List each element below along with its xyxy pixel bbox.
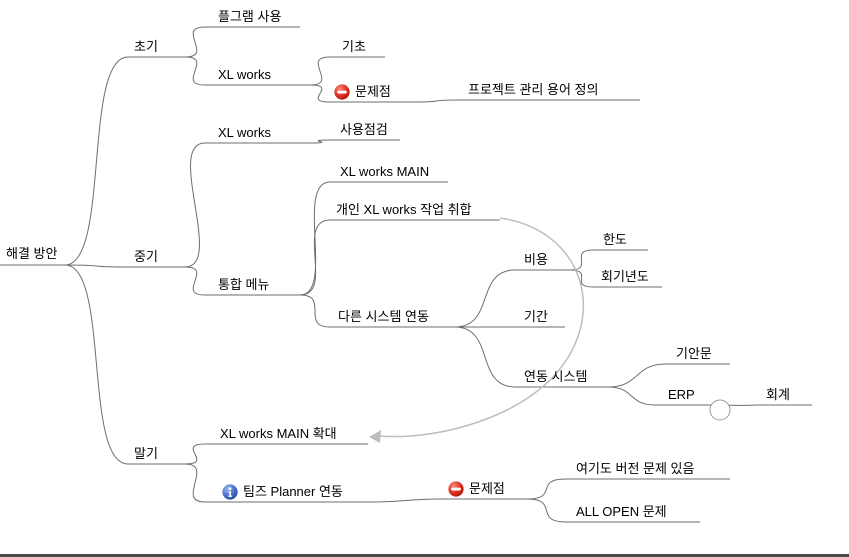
- node-other-system[interactable]: 다른 시스템 연동: [338, 308, 429, 326]
- node-teams-planner[interactable]: 팀즈 Planner 연동: [222, 483, 343, 501]
- node-xlworks-main[interactable]: XL works MAIN: [340, 163, 429, 181]
- node-draft-doc[interactable]: 기안문: [676, 345, 712, 363]
- node-xlworks-early[interactable]: XL works: [218, 66, 271, 84]
- node-label: 다른 시스템 연동: [338, 309, 429, 324]
- node-pm-terms[interactable]: 프로젝트 관리 용어 정의: [468, 81, 598, 99]
- node-label: 회기년도: [601, 269, 649, 284]
- node-problems-late[interactable]: 문제점: [448, 480, 505, 498]
- node-label: 연동 시스템: [524, 369, 588, 384]
- node-label: XL works MAIN: [340, 164, 430, 179]
- node-integrated-menu[interactable]: 통합 메뉴: [218, 276, 269, 294]
- node-label: 문제점: [355, 84, 391, 99]
- node-period[interactable]: 기간: [524, 308, 548, 326]
- node-label: 말기: [134, 446, 158, 461]
- stop-icon: [334, 84, 350, 100]
- node-label: 통합 메뉴: [218, 277, 270, 292]
- node-label: 사용점검: [340, 122, 388, 137]
- node-root[interactable]: 해결 방안: [6, 245, 57, 263]
- node-late[interactable]: 말기: [134, 445, 158, 463]
- window-bottom-border: [0, 554, 849, 557]
- stop-icon: [448, 481, 464, 497]
- node-limit[interactable]: 한도: [603, 231, 627, 249]
- branch-curves: [64, 26, 759, 523]
- node-early[interactable]: 초기: [134, 38, 158, 56]
- node-label: XL works: [218, 125, 271, 140]
- node-label: 해결 방안: [6, 246, 58, 261]
- node-accounting[interactable]: 회계: [766, 386, 790, 404]
- node-usage-check[interactable]: 사용점검: [340, 121, 388, 139]
- node-label: 중기: [134, 249, 158, 264]
- node-basics[interactable]: 기초: [342, 38, 366, 56]
- node-xlworks-main-expand[interactable]: XL works MAIN 확대: [220, 425, 337, 443]
- info-icon: [222, 484, 238, 500]
- node-label: 초기: [134, 39, 158, 54]
- node-program-use[interactable]: 플그램 사용: [218, 8, 281, 26]
- node-label: XL works: [218, 67, 271, 82]
- node-cost[interactable]: 비용: [524, 251, 548, 269]
- node-label: 여기도 버전 문제 있음: [576, 461, 695, 476]
- node-label: 팀즈 Planner 연동: [243, 484, 343, 499]
- node-erp[interactable]: ERP: [668, 386, 695, 404]
- node-personal-agg[interactable]: 개인 XL works 작업 취합: [336, 201, 472, 219]
- node-problems-early[interactable]: 문제점: [334, 83, 391, 101]
- node-label: 플그램 사용: [218, 9, 282, 24]
- node-linked-systems[interactable]: 연동 시스템: [524, 368, 587, 386]
- node-label: 문제점: [469, 481, 505, 496]
- node-label: 기초: [342, 39, 366, 54]
- node-label: 기안문: [676, 346, 712, 361]
- node-label: 회계: [766, 387, 790, 402]
- node-label: XL works MAIN 확대: [220, 426, 337, 441]
- node-label: ALL OPEN 문제: [576, 504, 667, 519]
- node-label: 기간: [524, 309, 548, 324]
- node-label: 프로젝트 관리 용어 정의: [468, 82, 599, 97]
- node-underlines: [0, 26, 812, 523]
- node-mid[interactable]: 중기: [134, 248, 158, 266]
- node-fiscal-year[interactable]: 회기년도: [601, 268, 649, 286]
- node-label: 개인 XL works 작업 취합: [336, 202, 472, 217]
- node-label: 한도: [603, 232, 627, 247]
- node-label: 비용: [524, 252, 548, 267]
- fold-circle-icon[interactable]: [709, 399, 731, 421]
- node-all-open[interactable]: ALL OPEN 문제: [576, 503, 667, 521]
- node-version-problem[interactable]: 여기도 버전 문제 있음: [576, 460, 694, 478]
- node-xlworks-mid[interactable]: XL works: [218, 124, 271, 142]
- graphical-link-arrow: [369, 217, 584, 443]
- node-label: ERP: [668, 387, 695, 402]
